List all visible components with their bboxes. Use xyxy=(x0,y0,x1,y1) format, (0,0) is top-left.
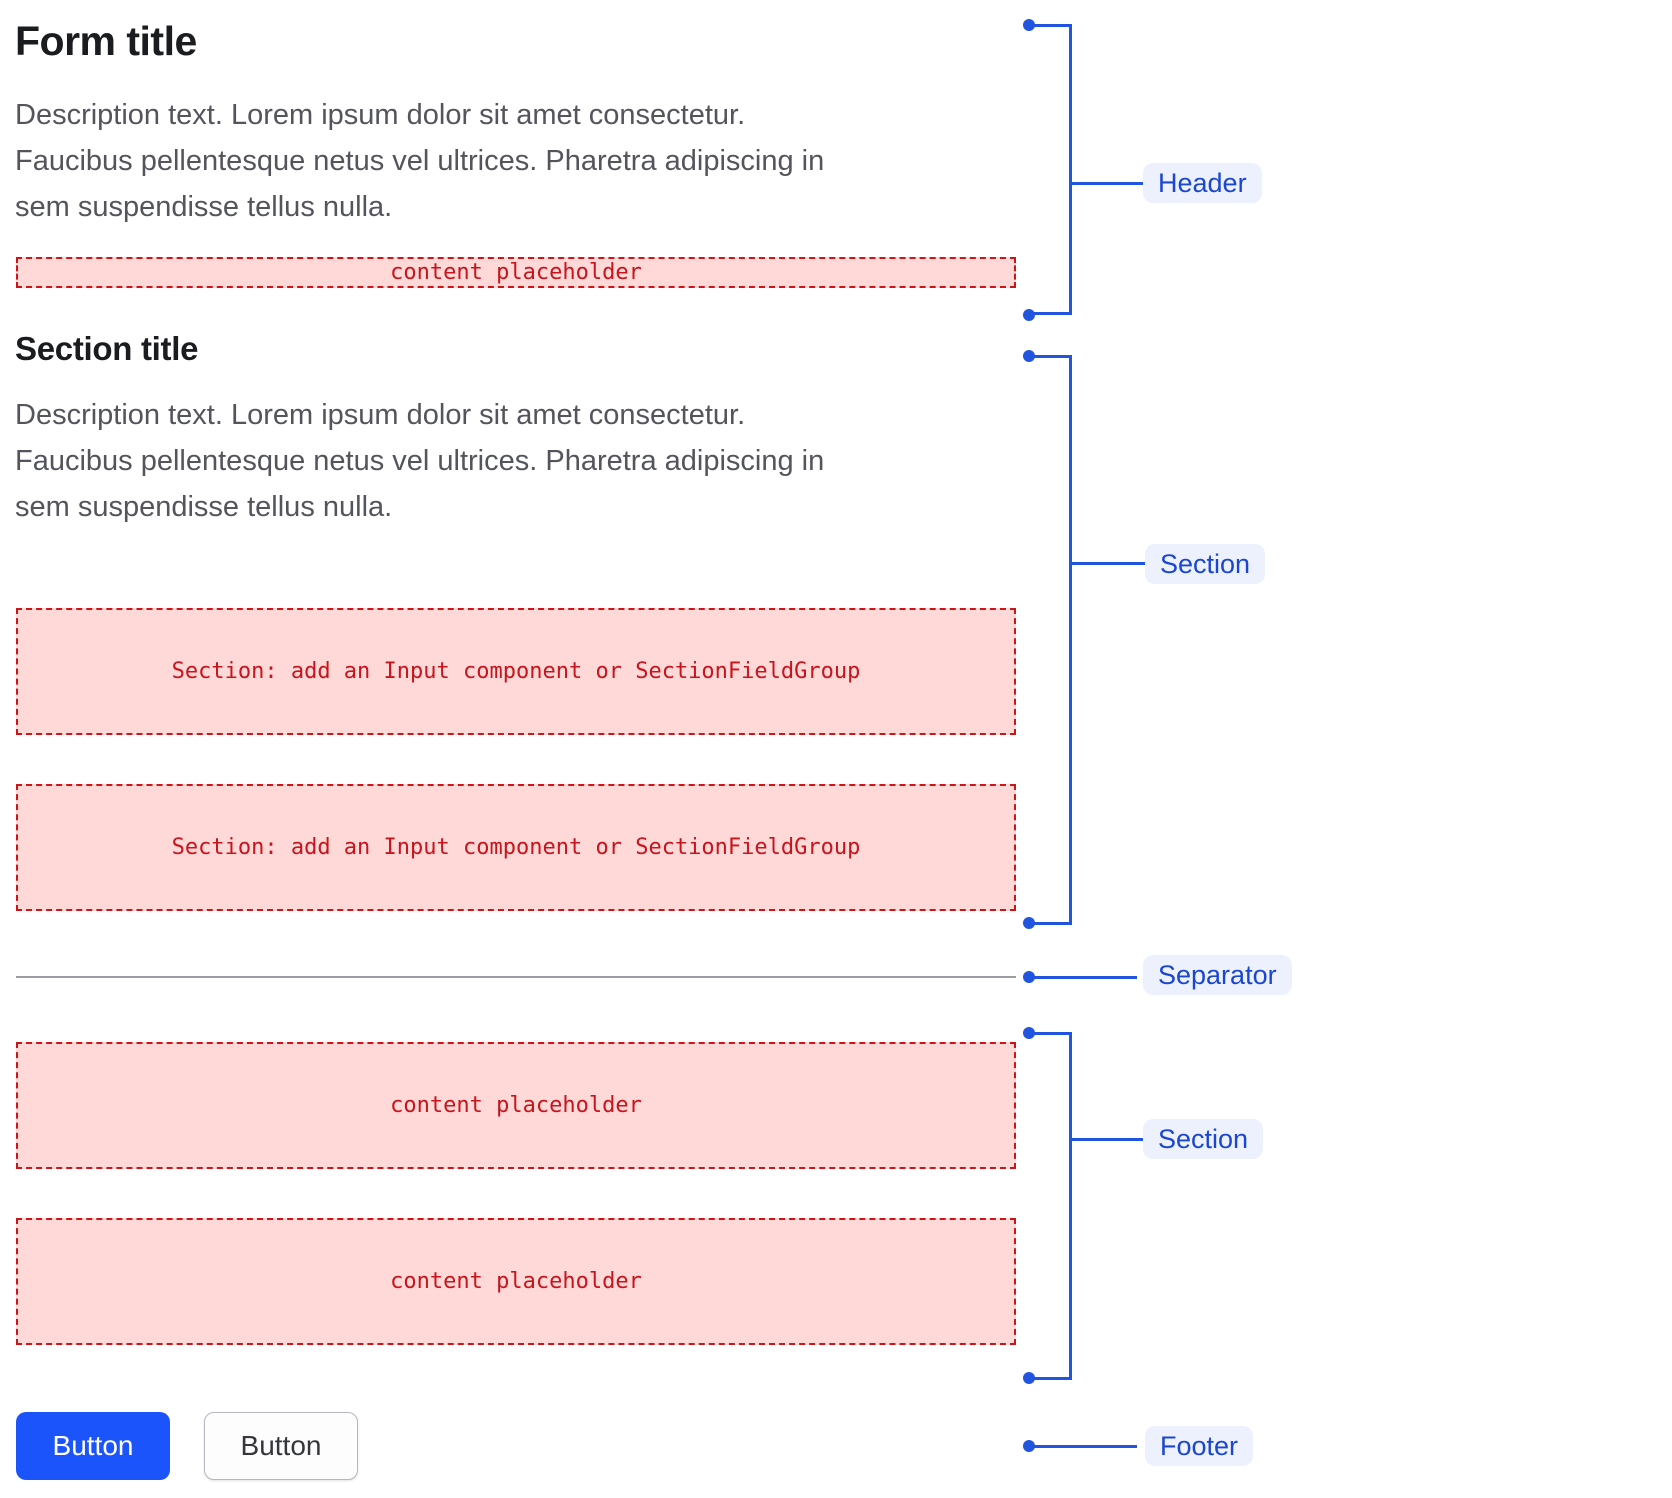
footer-label-connector xyxy=(1032,1445,1137,1448)
footer-dot xyxy=(1023,1440,1035,1452)
section2-bracket-top-stub xyxy=(1029,1032,1072,1035)
primary-button[interactable]: Button xyxy=(16,1412,170,1480)
header-bracket-line xyxy=(1069,24,1072,314)
section-description: Description text. Lorem ipsum dolor sit … xyxy=(15,399,825,523)
header-bracket-bottom-dot xyxy=(1023,309,1035,321)
header-bracket-bottom-stub xyxy=(1029,312,1072,315)
section2-content-placeholder-1: content placeholder xyxy=(16,1042,1016,1169)
footer-annotation-label: Footer xyxy=(1145,1426,1254,1466)
section2-annotation-label: Section xyxy=(1143,1119,1264,1159)
section1-bracket-bottom-dot xyxy=(1023,917,1035,929)
separator-label-connector xyxy=(1032,976,1137,979)
section1-label-connector xyxy=(1069,562,1145,565)
section2-bracket-line xyxy=(1069,1032,1072,1380)
separator-dot xyxy=(1023,971,1035,983)
section1-annotation-label: Section xyxy=(1145,544,1266,584)
section1-bracket-line xyxy=(1069,355,1072,925)
section2-content-placeholder-2: content placeholder xyxy=(16,1218,1016,1345)
secondary-button[interactable]: Button xyxy=(204,1412,358,1480)
header-content-placeholder: content placeholder xyxy=(16,257,1016,288)
form-title: Form title xyxy=(15,18,197,64)
section-slot-placeholder-2: Section: add an Input component or Secti… xyxy=(16,784,1016,911)
section1-bracket-top-stub xyxy=(1029,355,1072,358)
section1-bracket-bottom-stub xyxy=(1029,922,1072,925)
separator-line xyxy=(16,976,1016,978)
separator-annotation-label: Separator xyxy=(1143,955,1292,995)
header-label-connector xyxy=(1069,182,1143,185)
section2-bracket-bottom-stub xyxy=(1029,1377,1072,1380)
section2-bracket-bottom-dot xyxy=(1023,1372,1035,1384)
header-bracket-top-stub xyxy=(1029,24,1072,27)
form-description: Description text. Lorem ipsum dolor sit … xyxy=(15,99,825,223)
section-title: Section title xyxy=(15,330,199,367)
header-annotation-label: Header xyxy=(1143,163,1262,203)
section2-label-connector xyxy=(1069,1138,1143,1141)
section-slot-placeholder-1: Section: add an Input component or Secti… xyxy=(16,608,1016,735)
